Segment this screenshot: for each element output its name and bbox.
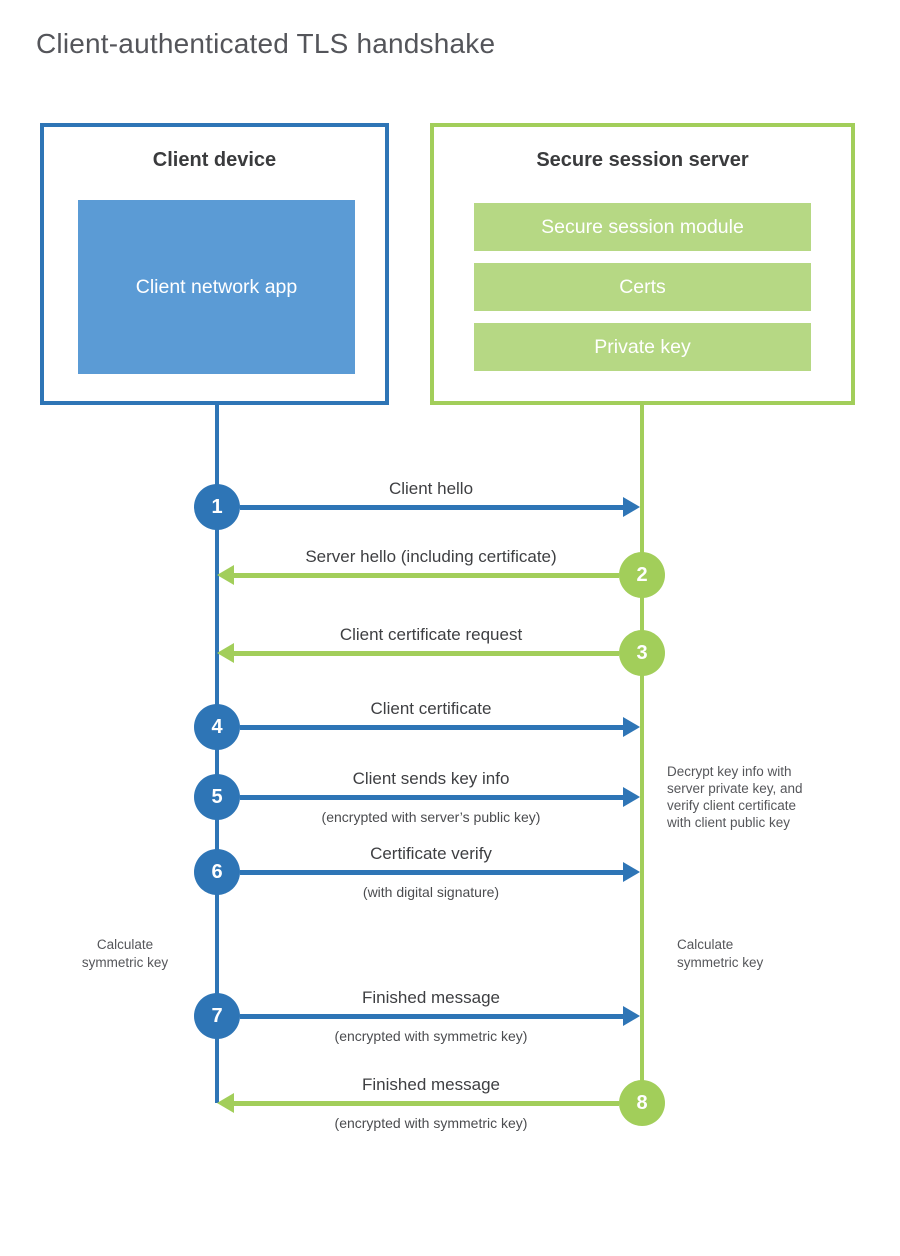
step-number-badge: 6 <box>194 849 240 895</box>
server-module-private-key: Private key <box>474 323 811 371</box>
server-heading: Secure session server <box>536 149 749 171</box>
step-sublabel: (with digital signature) <box>362 884 500 900</box>
note-line: Calculate <box>96 937 154 952</box>
arrow-line <box>240 795 623 800</box>
arrow-line <box>234 1101 619 1106</box>
client-device-heading: Client device <box>152 149 277 171</box>
decrypt-key-info-note: Decrypt key info with server private key… <box>667 763 837 831</box>
note-line: Decrypt key info with <box>667 764 792 779</box>
step-number-badge: 7 <box>194 993 240 1039</box>
step-number-badge: 3 <box>619 630 665 676</box>
arrow-line <box>240 725 623 730</box>
step-sublabel <box>240 663 622 683</box>
calc-symmetric-key-note-server: Calculate symmetric key <box>677 936 787 971</box>
step-number-badge: 4 <box>194 704 240 750</box>
step-label: Client hello <box>388 479 474 498</box>
step-label: Finished message <box>362 988 500 1007</box>
note-line: verify client certificate <box>667 798 797 813</box>
client-device-box: Client device Client network app <box>40 123 389 405</box>
step-number-badge: 5 <box>194 774 240 820</box>
step-sublabel: (encrypted with server’s public key) <box>321 809 541 825</box>
client-lifeline <box>215 403 219 1103</box>
step-label: Client certificate <box>370 699 492 718</box>
arrow-line <box>234 651 619 656</box>
server-module-certs: Certs <box>474 263 811 311</box>
arrow-line <box>234 573 619 578</box>
note-line: symmetric key <box>677 954 764 970</box>
secure-session-server-box: Secure session server Secure session mod… <box>430 123 855 405</box>
note-line: symmetric key <box>81 954 169 970</box>
arrow-head-icon <box>217 565 234 585</box>
step-label: Finished message <box>362 1075 500 1094</box>
arrow-head-icon <box>623 787 640 807</box>
client-network-app-box: Client network app <box>78 200 355 374</box>
step-sublabel <box>240 737 622 757</box>
server-module-secure-session: Secure session module <box>474 203 811 251</box>
step-label: Client sends key info <box>352 769 510 788</box>
arrow-head-icon <box>623 497 640 517</box>
note-line: Calculate <box>677 937 734 952</box>
step-label: Server hello (including certificate) <box>305 547 557 566</box>
step-number-badge: 2 <box>619 552 665 598</box>
arrow-head-icon <box>623 1006 640 1026</box>
arrow-head-icon <box>623 862 640 882</box>
server-lifeline <box>640 403 644 1105</box>
arrow-head-icon <box>623 717 640 737</box>
step-sublabel <box>240 585 622 605</box>
step-label: Certificate verify <box>370 844 492 863</box>
arrow-line <box>240 870 623 875</box>
note-line: with client public key <box>667 815 791 830</box>
arrow-line <box>240 1014 623 1019</box>
note-line: server private key, and <box>667 781 803 796</box>
arrow-line <box>240 505 623 510</box>
arrow-head-icon <box>217 1093 234 1113</box>
step-number-badge: 8 <box>619 1080 665 1126</box>
step-label: Client certificate request <box>339 625 523 644</box>
arrow-head-icon <box>217 643 234 663</box>
page-title: Client-authenticated TLS handshake <box>36 28 496 59</box>
step-sublabel: (encrypted with symmetric key) <box>334 1028 528 1044</box>
step-sublabel <box>240 517 622 537</box>
step-number-badge: 1 <box>194 484 240 530</box>
calc-symmetric-key-note-client: Calculate symmetric key <box>75 936 175 971</box>
step-sublabel: (encrypted with symmetric key) <box>334 1115 528 1131</box>
